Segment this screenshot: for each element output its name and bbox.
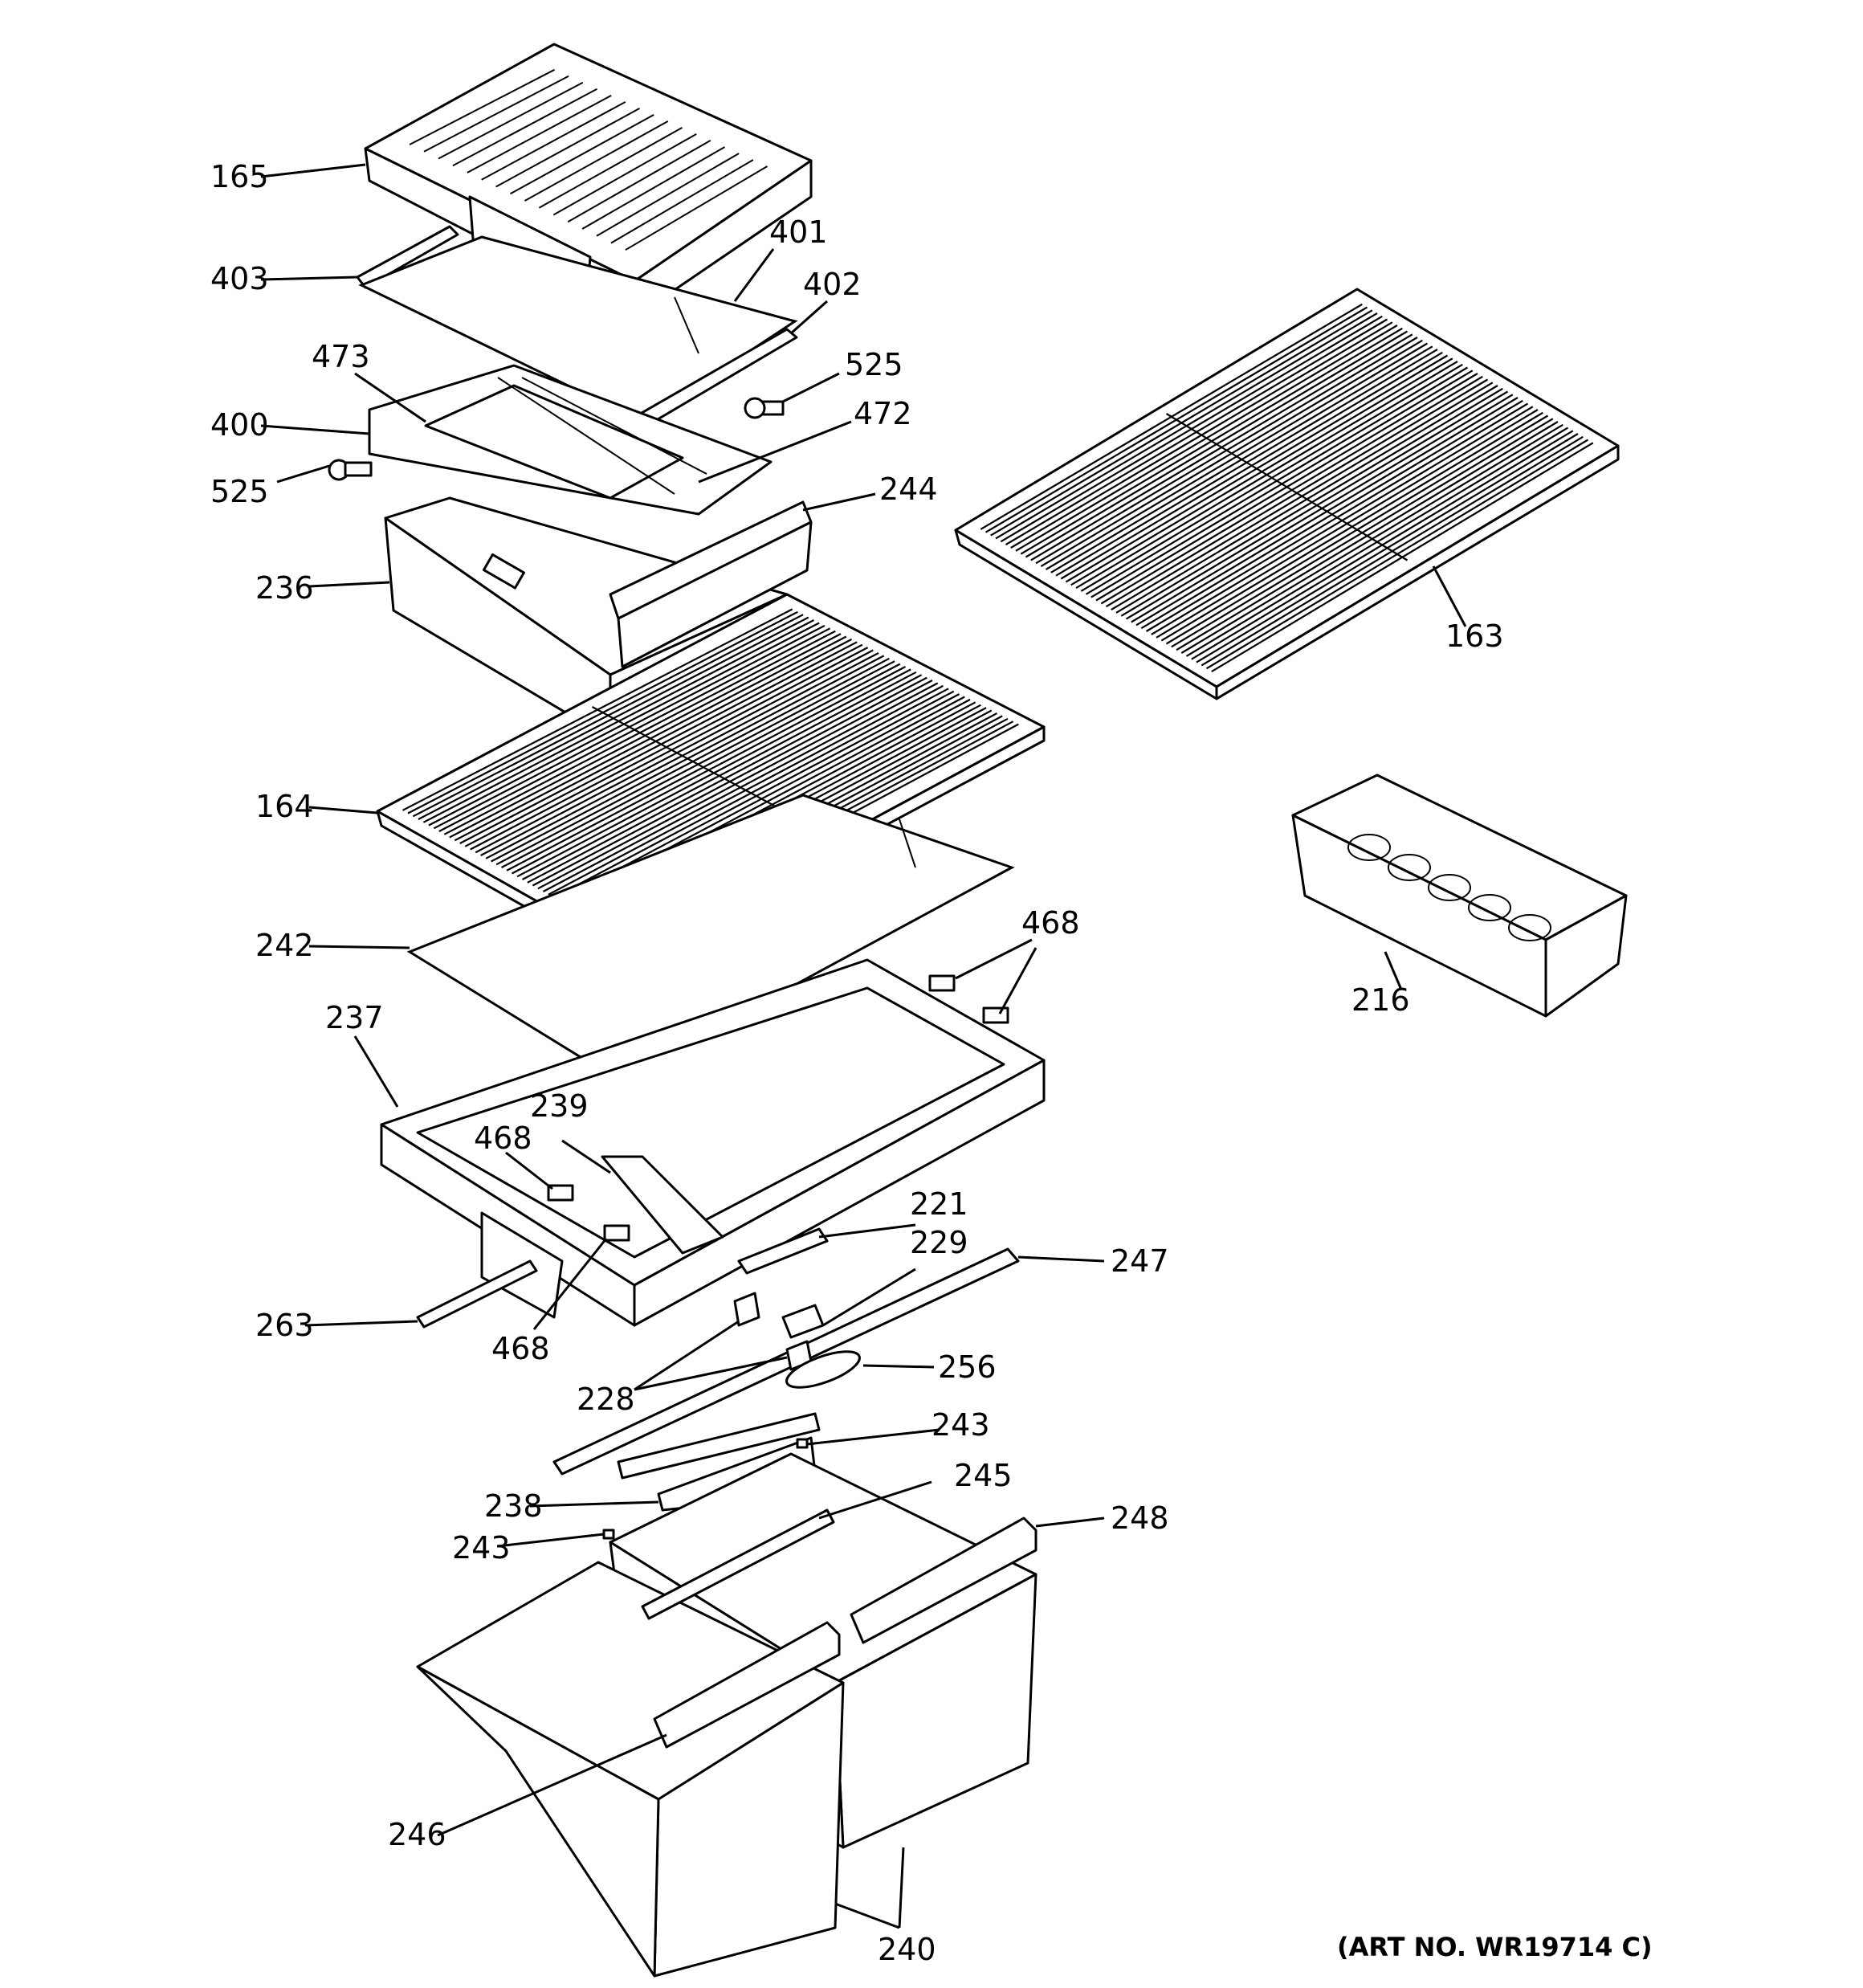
callout-238: 238 bbox=[484, 1488, 543, 1524]
callout-244: 244 bbox=[879, 471, 938, 507]
lid-rib bbox=[581, 146, 725, 230]
part-525-screw-left bbox=[328, 459, 373, 481]
part-256-control bbox=[785, 1350, 861, 1389]
part-468-clip-top bbox=[928, 974, 956, 992]
lid-rib bbox=[524, 120, 669, 202]
part-238-rail-upper bbox=[617, 1412, 821, 1480]
callout-468-top: 468 bbox=[1021, 905, 1080, 941]
callout-228: 228 bbox=[577, 1382, 635, 1417]
callout-242: 242 bbox=[255, 928, 314, 963]
bin-cup bbox=[1508, 914, 1551, 941]
callout-246: 246 bbox=[388, 1817, 446, 1852]
lid-rib bbox=[452, 88, 597, 167]
callout-248: 248 bbox=[1111, 1500, 1169, 1536]
callout-472: 472 bbox=[854, 396, 912, 431]
callout-236: 236 bbox=[255, 570, 314, 606]
part-242-glass bbox=[406, 794, 1015, 1082]
part-525-screw-right bbox=[744, 397, 785, 419]
callout-400: 400 bbox=[210, 407, 269, 443]
lid-rib bbox=[625, 165, 768, 251]
callout-401: 401 bbox=[769, 214, 828, 250]
part-263-rail bbox=[416, 1259, 538, 1329]
part-243-clip-left bbox=[602, 1529, 615, 1540]
part-246-handle bbox=[653, 1621, 841, 1749]
callout-216: 216 bbox=[1351, 982, 1410, 1018]
part-239-bracket bbox=[601, 1155, 724, 1255]
callout-403: 403 bbox=[210, 261, 269, 296]
lid-rib bbox=[481, 101, 626, 181]
callout-240: 240 bbox=[878, 1932, 936, 1967]
callout-163: 163 bbox=[1445, 618, 1504, 654]
callout-243-right: 243 bbox=[932, 1407, 990, 1443]
part-468-clip-left bbox=[547, 1184, 574, 1202]
callout-labels: 165 403 401 402 473 525 400 472 525 244 … bbox=[210, 159, 1653, 1967]
callout-468-bottom: 468 bbox=[491, 1331, 550, 1366]
lid-rib bbox=[467, 95, 612, 173]
leader-lines bbox=[260, 163, 1467, 1929]
part-163-wire-shelf bbox=[954, 288, 1620, 700]
lid-rib bbox=[596, 153, 740, 237]
part-468-clip-right bbox=[982, 1006, 1009, 1024]
callout-247: 247 bbox=[1111, 1243, 1169, 1279]
part-245-divider bbox=[641, 1508, 835, 1620]
part-216-bin bbox=[1291, 774, 1628, 1018]
part-401-glass bbox=[358, 235, 798, 423]
bin-cup bbox=[1388, 854, 1431, 881]
part-247-rail bbox=[552, 1247, 1020, 1476]
lid-rib bbox=[438, 81, 584, 160]
callout-229: 229 bbox=[910, 1225, 968, 1260]
lid-rib bbox=[510, 114, 654, 195]
callout-243-left: 243 bbox=[452, 1530, 511, 1565]
lid-rib bbox=[495, 108, 640, 188]
callout-164: 164 bbox=[255, 789, 314, 824]
callout-256: 256 bbox=[938, 1349, 997, 1385]
part-165-ribbed-pan bbox=[364, 43, 813, 319]
callout-263: 263 bbox=[255, 1308, 314, 1343]
callout-245: 245 bbox=[954, 1458, 1013, 1493]
part-243-clip-right bbox=[796, 1438, 809, 1449]
part-400-frame bbox=[368, 364, 773, 516]
part-244-handle bbox=[609, 500, 813, 668]
bin-cup bbox=[1468, 894, 1511, 921]
part-228-clip-upper bbox=[733, 1292, 760, 1327]
callout-239: 239 bbox=[530, 1088, 589, 1124]
lid-rib bbox=[610, 159, 754, 244]
part-221-slide bbox=[737, 1227, 829, 1275]
callout-165: 165 bbox=[210, 159, 269, 194]
callout-525-right: 525 bbox=[845, 347, 903, 382]
part-229-clip bbox=[781, 1304, 825, 1339]
callout-237: 237 bbox=[325, 1000, 384, 1035]
shelf-cross-wire bbox=[1165, 413, 1408, 561]
callout-473: 473 bbox=[312, 339, 370, 374]
bin-cup bbox=[1428, 874, 1471, 901]
part-468-clip-bottom bbox=[603, 1224, 630, 1242]
art-number: (ART NO. WR19714 C) bbox=[1337, 1932, 1653, 1962]
lid-rib bbox=[423, 75, 569, 153]
lid-rib bbox=[567, 140, 711, 223]
part-240-drawer-front bbox=[416, 1561, 845, 1978]
callout-525-left: 525 bbox=[210, 474, 269, 509]
part-248-handle bbox=[850, 1517, 1037, 1644]
bin-cup bbox=[1347, 834, 1391, 861]
lid-rib bbox=[538, 127, 683, 209]
callout-221: 221 bbox=[910, 1186, 968, 1222]
lid-rib bbox=[409, 68, 555, 145]
callout-402: 402 bbox=[803, 267, 862, 302]
lid-rib bbox=[552, 133, 697, 216]
callout-468-left: 468 bbox=[474, 1121, 532, 1156]
